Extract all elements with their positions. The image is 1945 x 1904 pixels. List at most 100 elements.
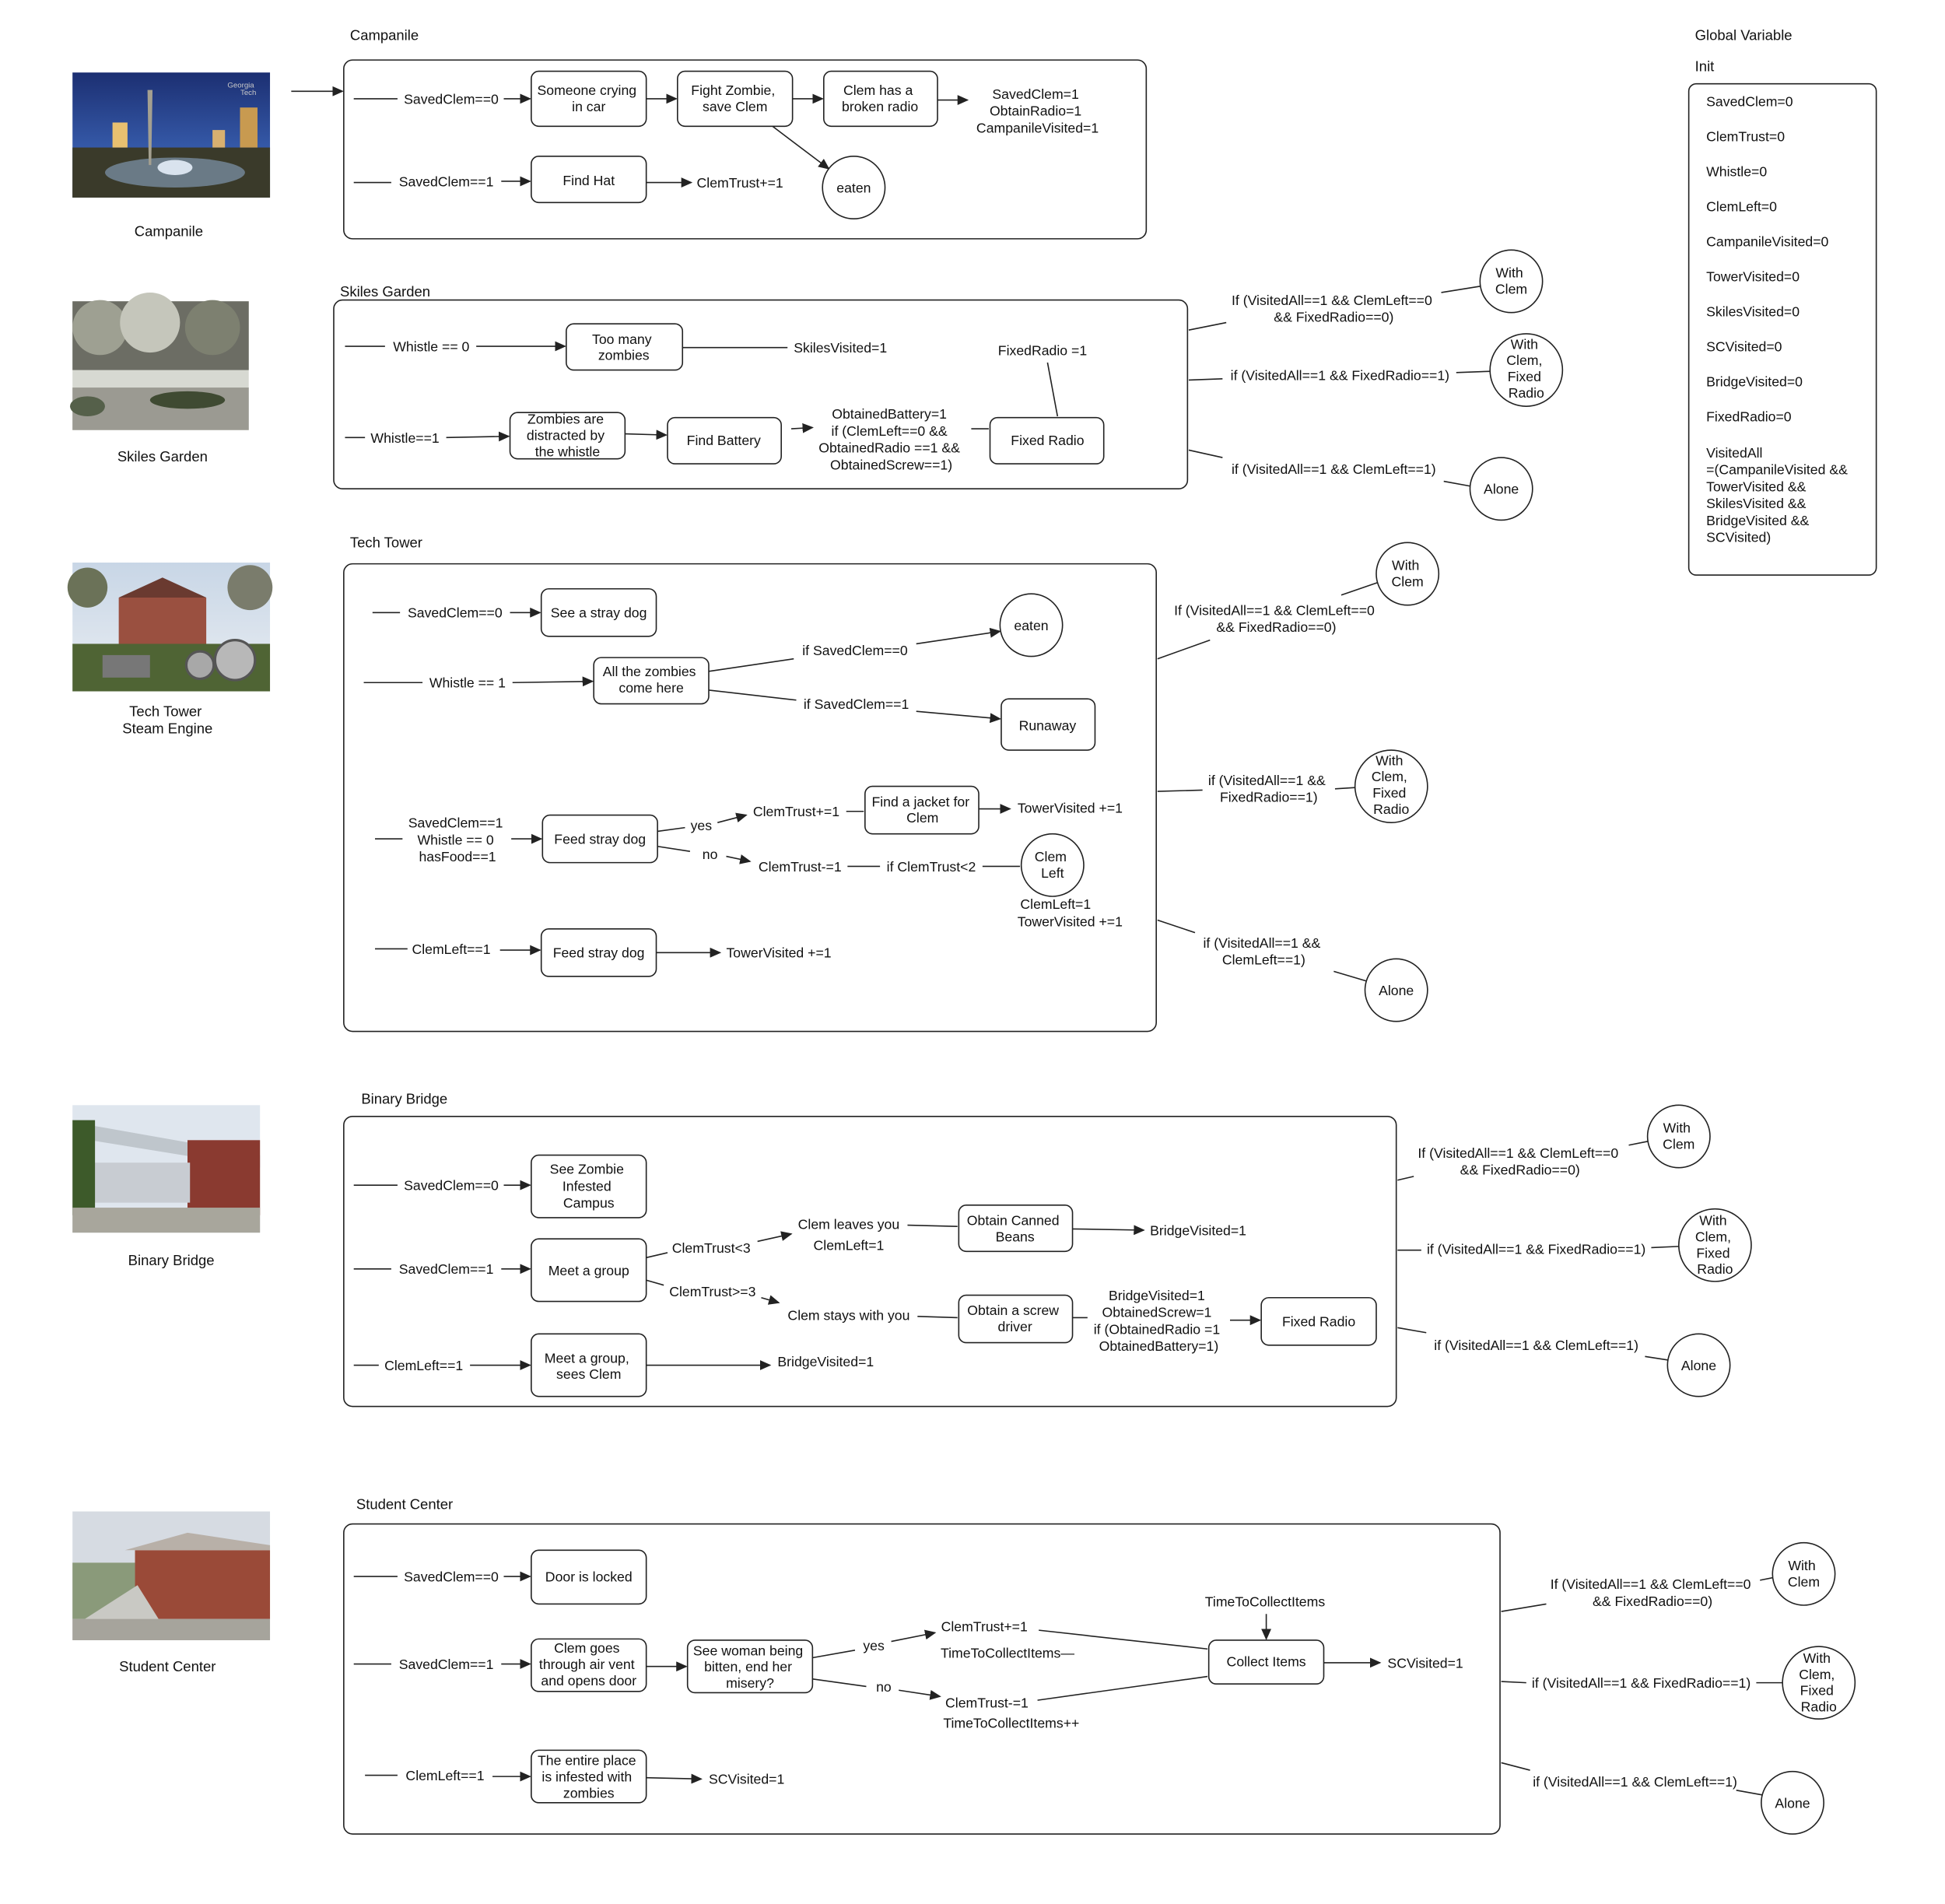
label-line: if (VisitedAll==1 && — [1208, 773, 1326, 788]
label-line: Clem — [1788, 1574, 1820, 1590]
label-line: Radio — [1801, 1699, 1837, 1715]
label-line: =(CampanileVisited && — [1706, 462, 1848, 478]
skiles-box-distracted-label: Zombies are distracted by the whistle — [527, 412, 608, 460]
bridge-box-screw — [958, 1294, 1074, 1344]
sc-visited1: SCVisited=1 — [1387, 1655, 1463, 1671]
label-line: ObtainRadio=1 — [990, 103, 1081, 119]
label-line: broken radio — [842, 99, 918, 114]
label-line: Radio — [1373, 801, 1409, 817]
label-line: SkilesVisited && — [1706, 496, 1806, 511]
tower-cond-saved0: SavedClem==0 — [408, 605, 503, 621]
label-line: ClemTrust+=1 — [941, 1619, 1028, 1635]
label-line: VisitedAll — [1706, 445, 1762, 461]
tower-box-runaway — [1001, 698, 1096, 751]
label-line: come here — [619, 680, 684, 696]
connector — [1188, 321, 1227, 331]
tower-box-feed-label: Feed stray dog — [554, 832, 646, 847]
label-line: Whistle == 0 — [418, 832, 494, 847]
bridge-trust-lt3: ClemTrust<3 — [672, 1240, 751, 1256]
label-line: zombies — [563, 1785, 615, 1801]
bridge-leaves: Clem leaves you — [798, 1216, 900, 1232]
tower-photo — [67, 563, 273, 692]
skiles-outcome1-cond: If (VisitedAll==1 && ClemLeft==0 && Fixe… — [1232, 293, 1436, 325]
campanile-title: Campanile — [350, 26, 419, 43]
label-line: BridgeVisited=1 — [1109, 1288, 1205, 1303]
connector — [1441, 286, 1481, 293]
tower-end-fixed-radio — [1354, 749, 1428, 824]
sc-box-locked — [531, 1549, 647, 1605]
campanile-box-radio-label: Clem has a broken radio — [842, 82, 918, 114]
label-line: Clem, — [1695, 1229, 1731, 1244]
label-line: Clem — [1495, 282, 1527, 297]
label-line: Beans — [996, 1229, 1035, 1244]
skiles-box-many — [566, 323, 684, 371]
sc-outcome2-cond: if (VisitedAll==1 && FixedRadio==1) — [1532, 1675, 1750, 1691]
connector — [1628, 1141, 1648, 1146]
sc-photo — [72, 1511, 271, 1640]
global-var-item: Whistle=0 — [1706, 164, 1767, 180]
skiles-title: Skiles Garden — [340, 283, 430, 300]
label-line: Find Hat — [562, 173, 615, 188]
label-line: Left — [1041, 865, 1064, 881]
campanile-logo: Georgia Tech — [227, 81, 256, 97]
connector — [1501, 1762, 1530, 1771]
connector — [1645, 1355, 1670, 1361]
tower-frame — [343, 563, 1158, 1033]
tower-if-saved1: if SavedClem==1 — [804, 696, 909, 712]
label-line: Collect Items — [1227, 1654, 1306, 1670]
connector — [1334, 787, 1355, 790]
label-line: Radio — [1697, 1261, 1733, 1277]
arrow — [625, 430, 668, 440]
bridge-left1: ClemLeft=1 — [814, 1238, 885, 1254]
connector — [1340, 581, 1378, 596]
label-line: in car — [572, 99, 605, 114]
skiles-outcome2-cond: if (VisitedAll==1 && FixedRadio==1) — [1231, 367, 1449, 383]
label-line: Obtain a screw — [967, 1303, 1059, 1318]
skiles-box-battery-label: Find Battery — [687, 433, 761, 448]
label-line: Meet a group, — [545, 1350, 629, 1366]
connector — [1501, 1603, 1547, 1612]
bridge-end-alone — [1666, 1333, 1731, 1397]
label-line: the whistle — [535, 444, 601, 459]
arrow — [891, 1629, 937, 1643]
sc-box-vent — [531, 1638, 647, 1692]
sc-caption: Student Center — [119, 1658, 216, 1674]
label-line: With — [1699, 1213, 1726, 1229]
tower-if-trust: if ClemTrust<2 — [887, 859, 976, 875]
connector — [646, 1252, 668, 1259]
bridge-screw-result: BridgeVisited=1 ObtainedScrew=1 if (Obta… — [1094, 1288, 1224, 1354]
bridge-end-with-clem-label: With Clem — [1663, 1120, 1694, 1152]
caption-line: Steam Engine — [122, 720, 212, 736]
label-line: See woman being — [693, 1643, 803, 1658]
label-line: ClemLeft=1 — [1020, 896, 1091, 912]
label-line: through air vent — [539, 1657, 635, 1672]
tower-box-zombies — [593, 657, 710, 705]
label-line: With — [1511, 336, 1538, 352]
label-line: Radio — [1509, 385, 1544, 401]
tower-trust-minus: ClemTrust-=1 — [759, 859, 842, 875]
tower-end-fixed-radio-label: With Clem, Fixed Radio — [1372, 752, 1411, 817]
label-line: Fixed — [1696, 1245, 1729, 1261]
campanile-box-radio — [823, 70, 938, 128]
skiles-visited: SkilesVisited=1 — [794, 340, 887, 356]
arrow — [446, 431, 510, 442]
connector — [1037, 1675, 1208, 1701]
label-line: if (VisitedAll==1 && — [1204, 935, 1321, 951]
label-line: Find Battery — [687, 433, 761, 448]
campanile-caption: Campanile — [135, 223, 203, 240]
label-line: driver — [998, 1319, 1032, 1334]
skiles-cond-whistle0: Whistle == 0 — [393, 338, 469, 354]
bridge-box-group-label: Meet a group — [548, 1263, 629, 1278]
campanile-photo: Georgia Tech — [72, 72, 271, 198]
sc-no: no — [876, 1679, 892, 1695]
bridge-end-with-clem — [1646, 1104, 1711, 1169]
sc-yes-result: ClemTrust+=1 TimeToCollectItems— — [941, 1619, 1074, 1661]
skiles-box-fixed — [989, 416, 1105, 465]
arrow — [899, 1689, 941, 1700]
label-line: misery? — [726, 1675, 774, 1691]
bridge-box-infested-label: See Zombie Infested Campus — [550, 1162, 628, 1211]
arrow — [757, 1231, 793, 1243]
label-line: Alone — [1379, 983, 1414, 998]
campanile-frame — [343, 59, 1148, 240]
label-line: is infested with — [541, 1769, 632, 1785]
